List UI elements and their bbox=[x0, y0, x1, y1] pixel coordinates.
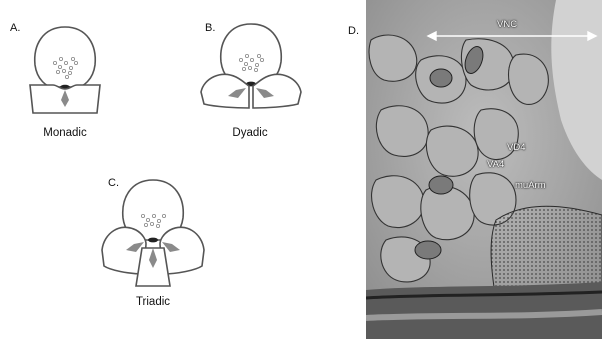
triadic-synapse-diagram bbox=[98, 178, 208, 290]
monadic-synapse-diagram bbox=[25, 25, 105, 120]
va4-label: VA4 bbox=[487, 159, 504, 170]
panel-d-label: D. bbox=[348, 25, 359, 37]
panel-a-label: A. bbox=[10, 22, 20, 34]
panel-b-caption: Dyadic bbox=[205, 127, 295, 139]
panel-c-caption: Triadic bbox=[108, 296, 198, 308]
presynaptic-terminal bbox=[35, 27, 96, 87]
muarm-label: muArm bbox=[515, 180, 546, 191]
electron-micrograph bbox=[366, 0, 602, 339]
vd4-label: VD4 bbox=[507, 142, 525, 153]
dyadic-synapse-diagram bbox=[196, 22, 306, 114]
vnc-label: VNC bbox=[497, 19, 517, 30]
active-zone-density bbox=[148, 238, 158, 243]
basal-lamina bbox=[366, 282, 602, 339]
panel-a-caption: Monadic bbox=[20, 127, 110, 139]
